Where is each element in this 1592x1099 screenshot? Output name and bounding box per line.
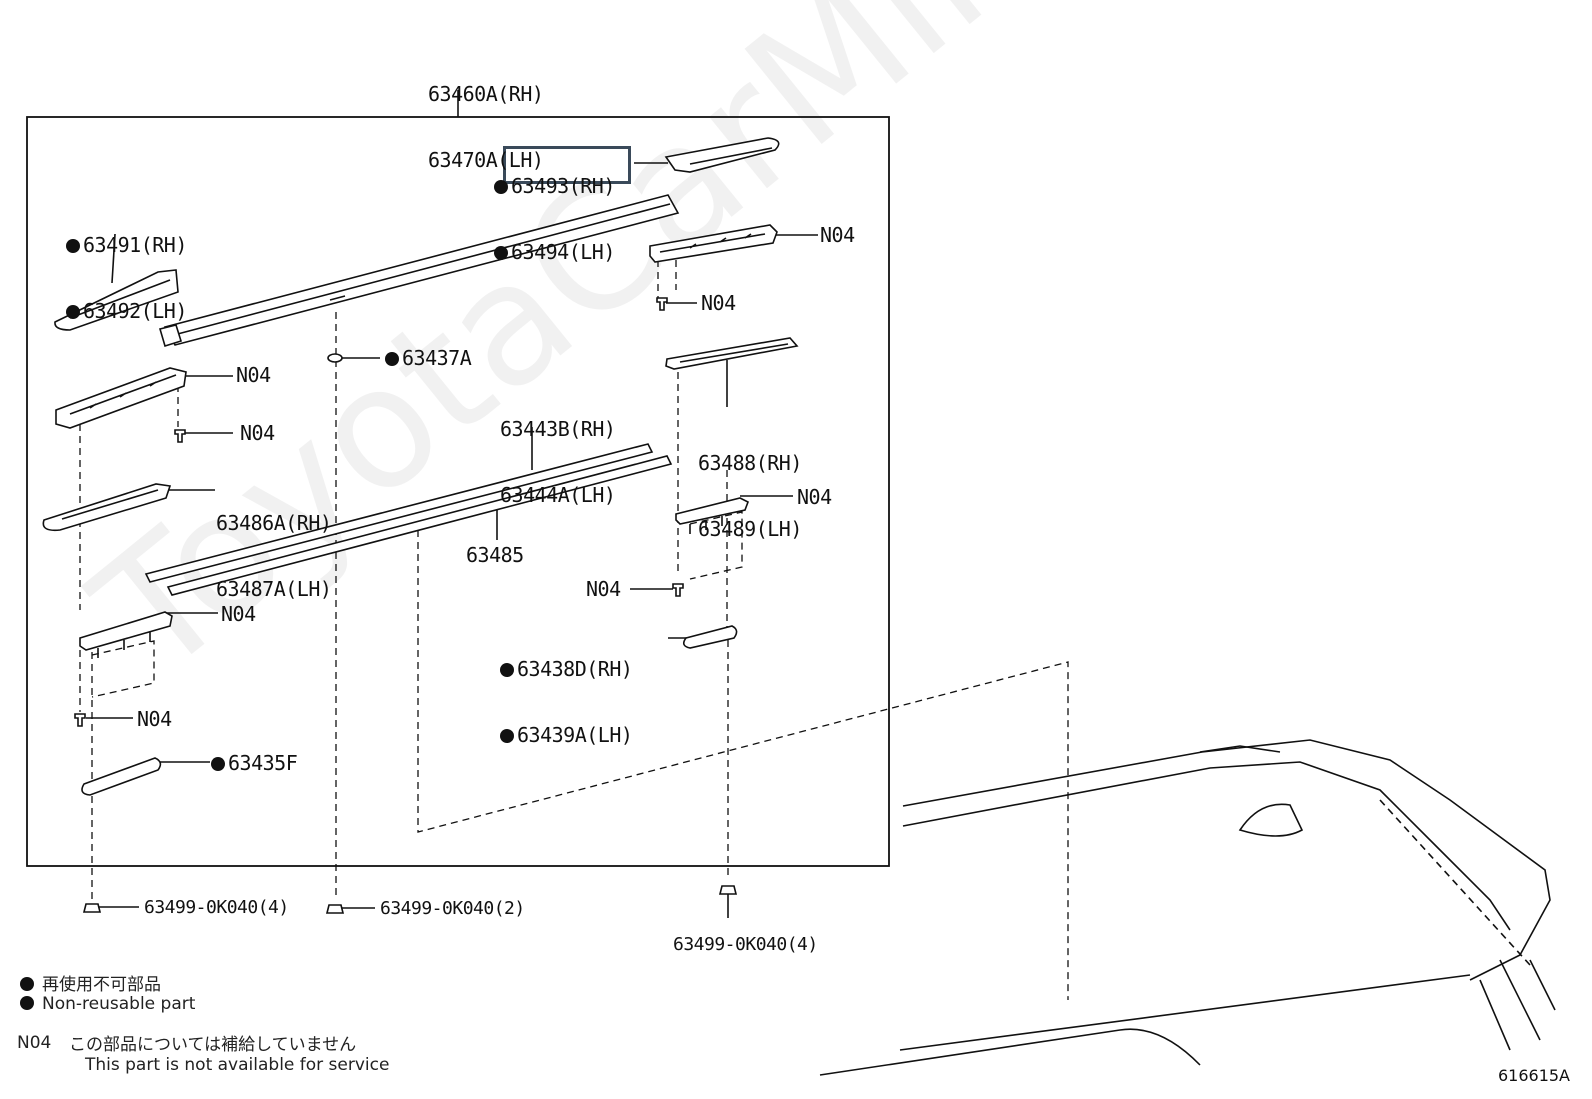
gasket-right-part [682, 625, 738, 649]
legend-non-reusable-en-text: Non-reusable part [42, 994, 196, 1014]
label-n04-bracket-l2[interactable]: N04 [221, 602, 256, 626]
label-end-cover-rear[interactable]: 63493(RH) 63494(LH) [494, 131, 615, 285]
legend-non-reusable-jp-text: 再使用不可部品 [42, 975, 161, 995]
non-reusable-dot-icon [20, 977, 34, 991]
non-reusable-dot-icon [494, 246, 508, 260]
legend-non-reusable-en: Non-reusable part [20, 994, 195, 1014]
gasket-left-part [81, 757, 162, 796]
label-n04-screw-r2[interactable]: N04 [586, 577, 621, 601]
label-nut-left[interactable]: 63499-0K040(4) [144, 897, 289, 918]
label-end-cover-front-lh: 63492(LH) [83, 299, 187, 323]
label-n04-screw-tr[interactable]: N04 [701, 291, 736, 315]
label-pad-front[interactable]: 63486A(RH) 63487A(LH) [216, 468, 332, 622]
label-assembly-rh: 63460A(RH) [428, 82, 544, 106]
roof-rail [158, 194, 680, 348]
label-gasket-63435f-text: 63435F [228, 751, 298, 775]
rear-end-cover-part [664, 137, 780, 173]
label-end-cover-rear-lh: 63494(LH) [511, 240, 615, 264]
label-gasket-63437a[interactable]: 63437A [385, 346, 472, 370]
vehicle-roof [819, 739, 1556, 1076]
legend-n04-jp: この部品については補給していません [69, 1035, 357, 1055]
nuts [82, 885, 738, 914]
label-pad-front-rh: 63486A(RH) [216, 511, 332, 535]
legend-non-reusable-jp: 再使用不可部品 [20, 970, 161, 995]
label-pad-front-lh: 63487A(LH) [216, 577, 332, 601]
label-gasket-63437a-text: 63437A [402, 346, 472, 370]
non-reusable-dot-icon [494, 180, 508, 194]
label-pad-rear-lh: 63489(LH) [698, 517, 802, 541]
label-pad-rear[interactable]: 63488(RH) 63489(LH) [698, 408, 802, 562]
non-reusable-dot-icon [20, 996, 34, 1010]
label-gasket-right-lh: 63439A(LH) [517, 723, 633, 747]
label-assembly-lh: 63470A(LH) [428, 148, 544, 172]
label-assembly[interactable]: 63460A(RH) 63470A(LH) [428, 39, 544, 193]
label-n04-bracket-r2[interactable]: N04 [797, 485, 832, 509]
legend-n04-en: This part is not available for service [85, 1055, 390, 1075]
non-reusable-dot-icon [66, 239, 80, 253]
screws [74, 297, 684, 727]
non-reusable-dot-icon [66, 305, 80, 319]
label-moulding-rh: 63443B(RH) [500, 417, 616, 441]
label-n04-bracket-tl[interactable]: N04 [236, 363, 271, 387]
non-reusable-dot-icon [500, 663, 514, 677]
label-n04-screw-tl[interactable]: N04 [240, 421, 275, 445]
label-nut-right[interactable]: 63499-0K040(4) [673, 934, 818, 955]
legend-n04-code: N04 [17, 1033, 52, 1053]
label-strip-63485[interactable]: 63485 [466, 543, 524, 567]
label-end-cover-front-rh: 63491(RH) [83, 233, 187, 257]
gasket-63437a-part [327, 353, 343, 363]
pad-front [42, 483, 172, 532]
label-n04-screw-l2[interactable]: N04 [137, 707, 172, 731]
label-end-cover-front[interactable]: 63491(RH) 63492(LH) [66, 190, 187, 344]
moulding-strips [144, 443, 673, 596]
label-gasket-right[interactable]: 63438D(RH) 63439A(LH) [500, 614, 633, 768]
highlight-box [503, 146, 631, 184]
label-moulding[interactable]: 63443B(RH) 63444A(LH) [500, 374, 616, 528]
non-reusable-dot-icon [211, 757, 225, 771]
label-gasket-right-rh: 63438D(RH) [517, 657, 633, 681]
label-end-cover-rear-rh: 63493(RH) [511, 174, 615, 198]
label-n04-bracket-tr[interactable]: N04 [820, 223, 855, 247]
label-moulding-lh: 63444A(LH) [500, 483, 616, 507]
label-pad-rear-rh: 63488(RH) [698, 451, 802, 475]
bracket-l2 [79, 611, 173, 651]
bracket-tl [55, 367, 187, 429]
bracket-r2 [675, 497, 750, 525]
non-reusable-dot-icon [385, 352, 399, 366]
label-nut-middle[interactable]: 63499-0K040(2) [380, 898, 525, 919]
figure-number: 616615A [1497, 1066, 1570, 1085]
non-reusable-dot-icon [500, 729, 514, 743]
label-gasket-63435f[interactable]: 63435F [211, 751, 298, 775]
